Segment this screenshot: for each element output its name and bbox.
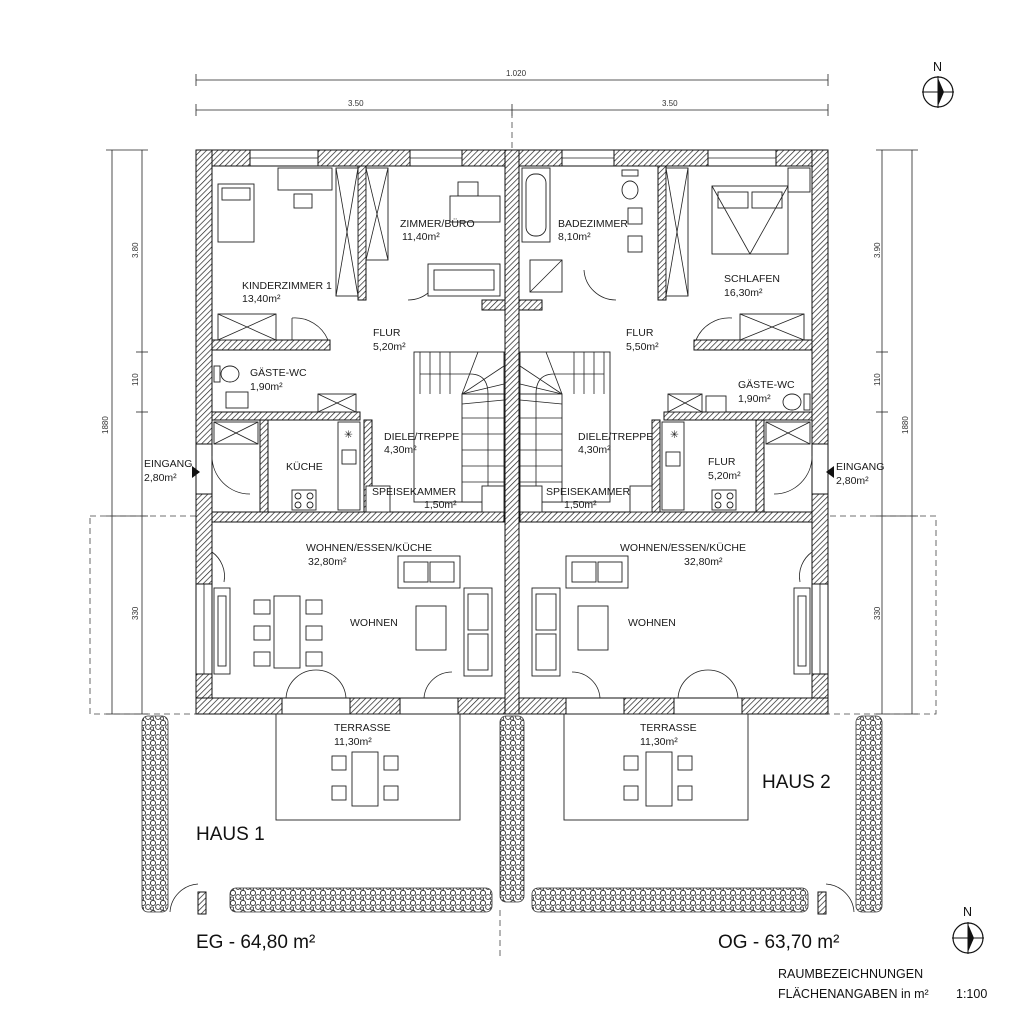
- door-swing-icon: [211, 269, 813, 699]
- room-eingang-area: 2,80m²: [836, 475, 869, 487]
- stove-icon: [714, 492, 734, 509]
- dim-right-bottom: 330: [873, 606, 882, 620]
- exterior-walls: [195, 149, 829, 715]
- room-diele-area: 4,30m²: [578, 444, 611, 456]
- room-speisekammer-area: 1,50m²: [564, 499, 597, 511]
- toilet-icon: [621, 169, 639, 200]
- entrance-arrow-icon: [826, 466, 834, 478]
- room-flur-name: FLUR: [626, 327, 654, 339]
- dim-right-total: 1880: [901, 416, 910, 434]
- dim-total-width: 1.020: [506, 69, 527, 78]
- eg-area-summary: EG - 64,80 m²: [196, 932, 315, 953]
- dim-left-width: 3.50: [348, 99, 364, 108]
- room-speisekammer-area: 1,50m²: [424, 499, 457, 511]
- room-badezimmer-name: BADEZIMMER: [558, 218, 628, 230]
- room-eingang-area: 2,80m²: [144, 472, 177, 484]
- dim-left-top: 3.80: [131, 242, 140, 258]
- room-terrasse-name: TERRASSE: [640, 722, 697, 734]
- north-label-bottom: N: [963, 905, 972, 919]
- room-kinderzimmer-name: KINDERZIMMER 1: [242, 280, 332, 292]
- north-arrow-icon: [922, 76, 954, 108]
- north-label-top: N: [933, 60, 942, 74]
- room-wohnen-name: WOHNEN: [628, 617, 676, 629]
- room-badezimmer-area: 8,10m²: [558, 231, 591, 243]
- dim-left-bottom: 330: [131, 606, 140, 620]
- furniture-haus-1: ✳: [213, 167, 505, 677]
- dim-left-mid: 110: [131, 373, 140, 386]
- room-kinderzimmer-area: 13,40m²: [242, 293, 281, 305]
- room-terrasse-area: 11,30m²: [640, 736, 678, 748]
- legend-line-1: RAUMBEZEICHNUNGEN: [778, 967, 923, 981]
- legend-line-2: FLÄCHENANGABEN in m²: [778, 987, 929, 1001]
- dim-right-width: 3.50: [662, 99, 678, 108]
- interior-walls: [211, 165, 813, 523]
- room-kueche-name: KÜCHE: [286, 461, 323, 473]
- dim-right-mid: 110: [873, 373, 882, 386]
- room-wohnen-name: WOHNEN: [350, 617, 398, 629]
- room-gaeste-wc-name: GÄSTE-WC: [250, 367, 307, 379]
- haus-1-label: HAUS 1: [196, 824, 265, 845]
- room-gaeste-wc-area: 1,90m²: [250, 381, 283, 393]
- toilet-icon: [213, 365, 240, 383]
- north-arrow-icon: [952, 922, 984, 954]
- room-terrasse-name: TERRASSE: [334, 722, 391, 734]
- room-zimmer-buero-name: ZIMMER/BÜRO: [400, 218, 475, 230]
- vent-icon: ✳: [670, 429, 679, 441]
- terrace-haus-2: [563, 713, 749, 821]
- room-schlafen-name: SCHLAFEN: [724, 273, 780, 285]
- room-eingang-name: EINGANG: [836, 461, 884, 473]
- room-speisekammer-name: SPEISEKAMMER: [372, 486, 456, 498]
- furniture-haus-2: ✳: [519, 167, 811, 677]
- room-gaeste-wc-area: 1,90m²: [738, 393, 771, 405]
- room-diele-name: DIELE/TREPPE: [384, 431, 459, 443]
- dim-left-total: 1880: [101, 416, 110, 434]
- vent-icon: ✳: [344, 429, 353, 441]
- room-flur-area: 5,20m²: [373, 341, 406, 353]
- room-flur-area: 5,50m²: [626, 341, 659, 353]
- room-gaeste-wc-name: GÄSTE-WC: [738, 379, 795, 391]
- room-wek-area: 32,80m²: [308, 556, 347, 568]
- og-area-summary: OG - 63,70 m²: [718, 932, 839, 953]
- room-zimmer-buero-area: 11,40m²: [402, 231, 440, 243]
- toilet-icon: [782, 393, 811, 411]
- room-diele-area: 4,30m²: [384, 444, 417, 456]
- room-terrasse-area: 11,30m²: [334, 736, 372, 748]
- room-wek-area: 32,80m²: [684, 556, 723, 568]
- room-schlafen-area: 16,30m²: [724, 287, 763, 299]
- room-speisekammer-name: SPEISEKAMMER: [546, 486, 630, 498]
- stair-icon: [413, 351, 611, 503]
- entrance-arrow-icon: [192, 466, 200, 478]
- room-wek-name: WOHNEN/ESSEN/KÜCHE: [306, 542, 432, 554]
- room-flur-name: FLUR: [373, 327, 401, 339]
- scale-label: 1:100: [956, 987, 987, 1001]
- room-eingang-name: EINGANG: [144, 458, 192, 470]
- garden-hedges: [141, 715, 883, 960]
- dim-right-top: 3.90: [873, 242, 882, 258]
- room-flur2-name: FLUR: [708, 456, 736, 468]
- room-wek-name: WOHNEN/ESSEN/KÜCHE: [620, 542, 746, 554]
- haus-2-label: HAUS 2: [762, 772, 831, 793]
- stove-icon: [294, 492, 314, 509]
- room-flur2-area: 5,20m²: [708, 470, 741, 482]
- terrace-haus-1: [275, 713, 461, 821]
- room-diele-name: DIELE/TREPPE: [578, 431, 653, 443]
